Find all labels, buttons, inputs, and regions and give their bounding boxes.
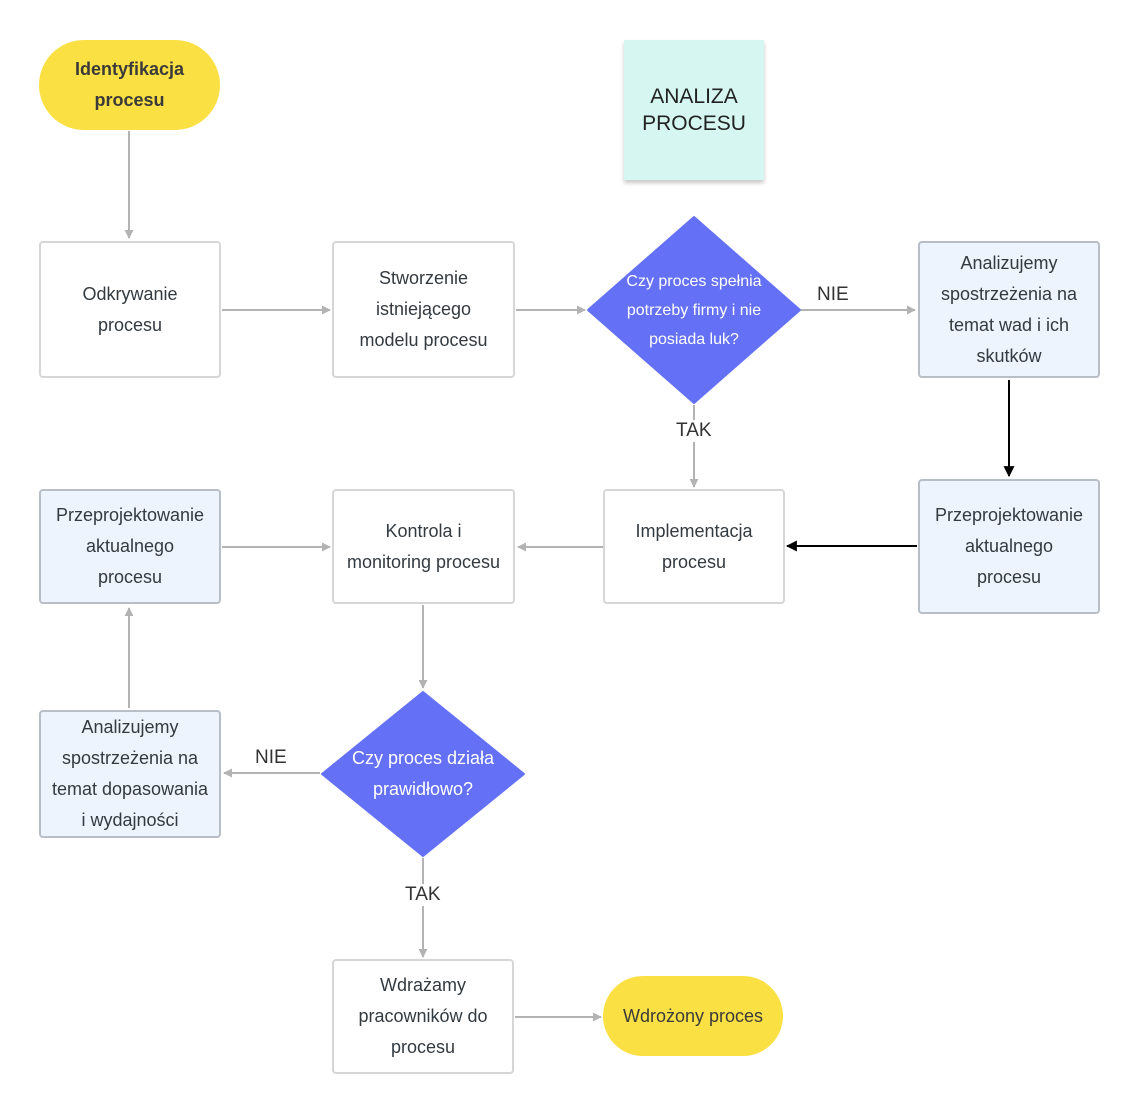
decision2-no-label: NIE — [253, 747, 289, 769]
process-analyze-defects: Analizujemy spostrzeżenia na temat wad i… — [918, 241, 1100, 378]
decision2: Czy proces działa prawidłowo? — [320, 690, 526, 858]
process-implement: Implementacja procesu — [603, 489, 785, 604]
process-redesign-left: Przeprojektowanie aktualnego procesu — [39, 489, 221, 604]
process-redesign-right: Przeprojektowanie aktualnego procesu — [918, 479, 1100, 614]
decision1-yes-label: TAK — [674, 420, 714, 442]
decision2-shape — [321, 691, 525, 857]
process-analyze-fit: Analizujemy spostrzeżenia na temat dopas… — [39, 710, 221, 838]
process-discover: Odkrywanie procesu — [39, 241, 221, 378]
process-model: Stworzenie istniejącego modelu procesu — [332, 241, 515, 378]
decision1: Czy proces spełnia potrzeby firmy i nie … — [586, 215, 802, 405]
decision1-no-label: NIE — [815, 284, 851, 306]
process-control: Kontrola i monitoring procesu — [332, 489, 515, 604]
start-terminal: Identyfikacja procesu — [39, 40, 220, 130]
sticky-note-title: ANALIZA PROCESU — [624, 40, 764, 180]
decision1-shape — [587, 216, 801, 404]
process-train: Wdrażamy pracowników do procesu — [332, 959, 514, 1074]
decision1-label: Czy proces spełnia potrzeby firmy i nie … — [626, 272, 762, 348]
end-terminal: Wdrożony proces — [603, 976, 783, 1056]
decision2-yes-label: TAK — [403, 884, 443, 906]
decision2-label: Czy proces działa prawidłowo? — [351, 748, 495, 799]
